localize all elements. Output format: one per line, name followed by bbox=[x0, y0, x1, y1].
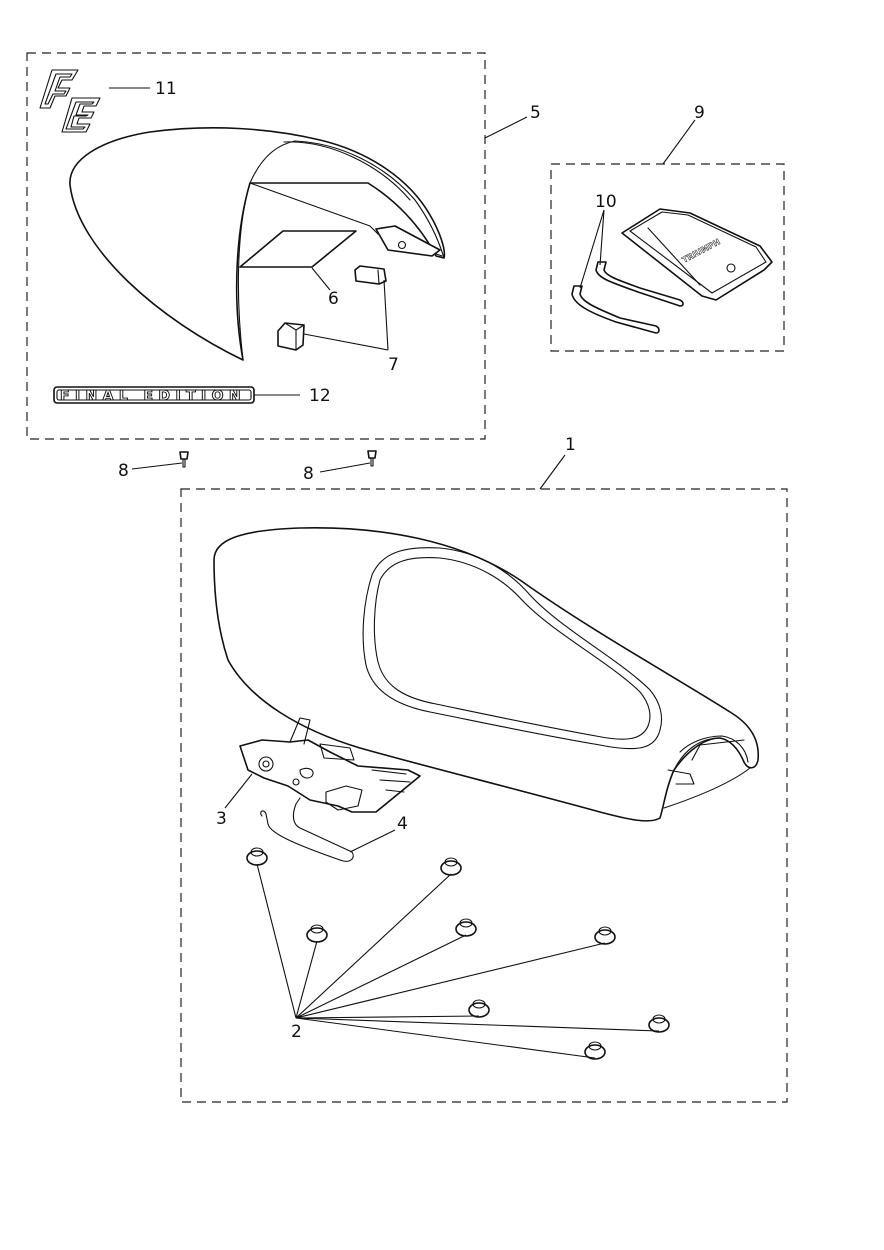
callout-9: 9 bbox=[694, 103, 705, 123]
callout-3: 3 bbox=[216, 809, 227, 829]
tool-spanner-lower bbox=[571, 285, 660, 334]
callout-labels: 11 5 9 10 6 7 12 8 8 1 3 4 2 bbox=[118, 79, 705, 1042]
grommet bbox=[246, 847, 268, 866]
wire-hook bbox=[260, 797, 354, 862]
grommet bbox=[468, 999, 490, 1018]
seat-cowl bbox=[69, 127, 446, 361]
callout-6: 6 bbox=[328, 289, 339, 309]
seat bbox=[213, 527, 759, 822]
callout-8-right: 8 bbox=[303, 464, 314, 484]
seat-latch-bracket bbox=[239, 717, 421, 813]
grommet-group bbox=[246, 847, 670, 1060]
leader-lines bbox=[109, 87, 696, 1059]
final-edition-text: FINAL EDITION bbox=[60, 389, 246, 404]
callout-4: 4 bbox=[397, 814, 408, 834]
grommet bbox=[440, 857, 462, 876]
cowl-pad bbox=[239, 230, 357, 268]
final-edition-badge: FINAL EDITION bbox=[53, 386, 255, 404]
callout-10: 10 bbox=[595, 192, 617, 212]
grommet bbox=[594, 926, 616, 945]
callout-1: 1 bbox=[565, 435, 576, 455]
grommet bbox=[306, 924, 328, 943]
grommet bbox=[584, 1041, 606, 1060]
cowl-kit-box bbox=[26, 52, 486, 440]
grommet bbox=[648, 1014, 670, 1033]
fe-logo-badge: FE bbox=[39, 69, 101, 133]
callout-12: 12 bbox=[309, 386, 331, 406]
bump-stop-upper bbox=[354, 265, 387, 285]
seat-assembly-box bbox=[180, 488, 788, 1103]
screw-right bbox=[367, 450, 377, 467]
tool-pouch: TRIUMPH bbox=[621, 208, 773, 301]
callout-5: 5 bbox=[530, 103, 541, 123]
callout-8-left: 8 bbox=[118, 461, 129, 481]
callout-2: 2 bbox=[291, 1022, 302, 1042]
callout-11: 11 bbox=[155, 79, 177, 99]
tool-spanner-upper bbox=[595, 261, 684, 307]
bump-stop-lower bbox=[277, 322, 305, 351]
screw-left bbox=[179, 451, 189, 468]
callout-7: 7 bbox=[388, 355, 399, 375]
grommet bbox=[455, 918, 477, 937]
